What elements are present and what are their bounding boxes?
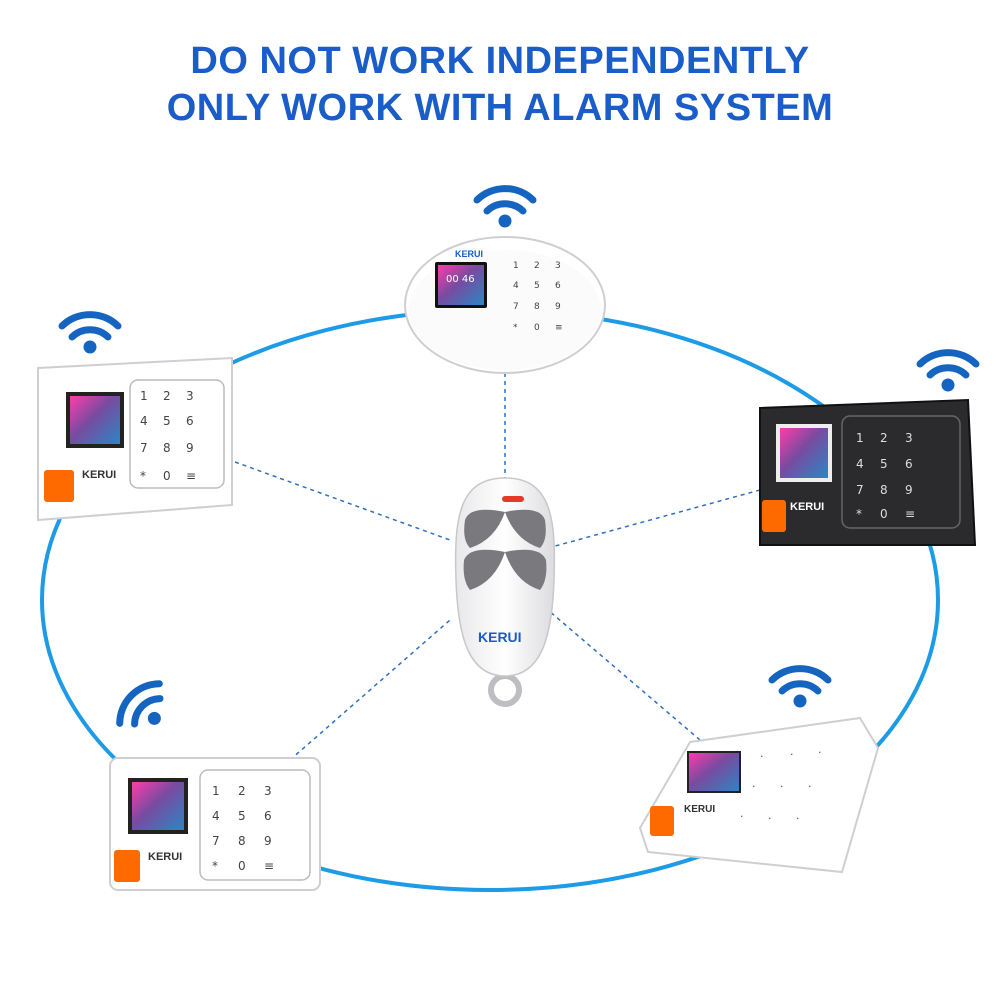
brand-label: KERUI bbox=[82, 469, 116, 481]
svg-text:0: 0 bbox=[238, 859, 246, 873]
svg-text:3: 3 bbox=[186, 389, 194, 403]
svg-text:4: 4 bbox=[140, 414, 148, 428]
svg-text:·: · bbox=[780, 780, 784, 793]
svg-text:8: 8 bbox=[163, 441, 171, 455]
alarm-panel-icon: 1 2 3 4 5 6 7 8 9 * 0 ≡ KERUI bbox=[109, 757, 321, 891]
svg-text:8: 8 bbox=[534, 302, 540, 312]
svg-text:7: 7 bbox=[212, 834, 220, 848]
svg-text:0: 0 bbox=[163, 469, 171, 483]
svg-text:7: 7 bbox=[513, 302, 519, 312]
svg-text:4: 4 bbox=[856, 457, 864, 471]
svg-text:*: * bbox=[856, 507, 862, 521]
svg-text:7: 7 bbox=[856, 483, 864, 497]
svg-text:9: 9 bbox=[186, 441, 194, 455]
remote-control-icon: KERUI bbox=[454, 477, 556, 707]
alarm-panel-icon: 1 2 3 4 5 6 7 8 9 * 0 ≡ KERUI bbox=[37, 356, 233, 522]
svg-text:≡: ≡ bbox=[905, 507, 915, 521]
svg-text:*: * bbox=[212, 859, 218, 873]
screen-time: 00 46 bbox=[446, 274, 475, 285]
headline-line-1: DO NOT WORK INDEPENDENTLY bbox=[190, 40, 810, 82]
brand-label: KERUI bbox=[684, 804, 715, 815]
alarm-panel-icon: 1 2 3 4 5 6 7 8 9 * 0 ≡ KERUI bbox=[759, 398, 977, 546]
tuya-badge bbox=[762, 500, 786, 532]
svg-text:≡: ≡ bbox=[264, 859, 274, 873]
svg-text:2: 2 bbox=[238, 784, 246, 798]
svg-text:5: 5 bbox=[163, 414, 171, 428]
svg-text:·: · bbox=[808, 780, 812, 793]
svg-text:·: · bbox=[768, 812, 772, 825]
svg-text:5: 5 bbox=[534, 281, 540, 291]
svg-text:·: · bbox=[752, 780, 756, 793]
svg-text:·: · bbox=[760, 750, 764, 763]
svg-text:9: 9 bbox=[264, 834, 272, 848]
status-led bbox=[502, 496, 524, 502]
wifi-signal-icon bbox=[116, 680, 164, 728]
headline-line-2: ONLY WORK WITH ALARM SYSTEM bbox=[166, 87, 834, 129]
alarm-panel-icon: · · · · · · · · · KERUI bbox=[638, 716, 880, 874]
svg-text:*: * bbox=[140, 469, 146, 483]
svg-text:1: 1 bbox=[856, 431, 864, 445]
svg-text:*: * bbox=[513, 323, 518, 333]
unlock-icon bbox=[505, 509, 546, 548]
svg-text:4: 4 bbox=[212, 809, 220, 823]
wifi-signal-icon bbox=[58, 311, 122, 354]
dashed-links bbox=[234, 365, 761, 761]
wifi-signal-icon bbox=[768, 665, 832, 708]
svg-text:5: 5 bbox=[238, 809, 246, 823]
svg-text:≡: ≡ bbox=[555, 323, 563, 333]
wifi-signal-icon bbox=[473, 185, 537, 228]
brand-label: KERUI bbox=[148, 851, 182, 863]
tuya-badge bbox=[650, 806, 674, 836]
svg-text:9: 9 bbox=[905, 483, 913, 497]
svg-text:6: 6 bbox=[186, 414, 194, 428]
svg-text:3: 3 bbox=[264, 784, 272, 798]
svg-text:3: 3 bbox=[905, 431, 913, 445]
svg-text:1: 1 bbox=[513, 261, 519, 271]
svg-text:·: · bbox=[790, 748, 794, 761]
svg-text:5: 5 bbox=[880, 457, 888, 471]
svg-text:·: · bbox=[796, 812, 800, 825]
svg-text:2: 2 bbox=[163, 389, 171, 403]
svg-text:6: 6 bbox=[905, 457, 913, 471]
svg-text:8: 8 bbox=[238, 834, 246, 848]
svg-text:0: 0 bbox=[880, 507, 888, 521]
svg-text:·: · bbox=[740, 810, 744, 823]
svg-text:4: 4 bbox=[513, 281, 519, 291]
svg-text:≡: ≡ bbox=[186, 469, 196, 483]
home-icon bbox=[505, 549, 547, 590]
tuya-badge bbox=[114, 850, 140, 882]
alarm-panel-icon: KERUI 00 46 1 2 3 4 5 6 7 8 9 * 0 ≡ bbox=[404, 236, 606, 374]
brand-label: KERUI bbox=[455, 249, 483, 259]
brand-label: KERUI bbox=[478, 629, 522, 645]
svg-text:2: 2 bbox=[534, 261, 540, 271]
svg-text:0: 0 bbox=[534, 323, 540, 333]
wifi-signal-icon bbox=[916, 349, 980, 392]
svg-text:3: 3 bbox=[555, 261, 561, 271]
svg-text:7: 7 bbox=[140, 441, 148, 455]
brand-label: KERUI bbox=[790, 501, 824, 513]
svg-text:6: 6 bbox=[555, 281, 561, 291]
svg-text:9: 9 bbox=[555, 302, 561, 312]
svg-text:·: · bbox=[818, 746, 822, 759]
svg-text:2: 2 bbox=[880, 431, 888, 445]
sos-icon bbox=[463, 549, 505, 590]
svg-text:1: 1 bbox=[212, 784, 220, 798]
svg-text:6: 6 bbox=[264, 809, 272, 823]
svg-text:1: 1 bbox=[140, 389, 148, 403]
lock-icon bbox=[464, 509, 505, 548]
tuya-badge bbox=[44, 470, 74, 502]
svg-text:8: 8 bbox=[880, 483, 888, 497]
